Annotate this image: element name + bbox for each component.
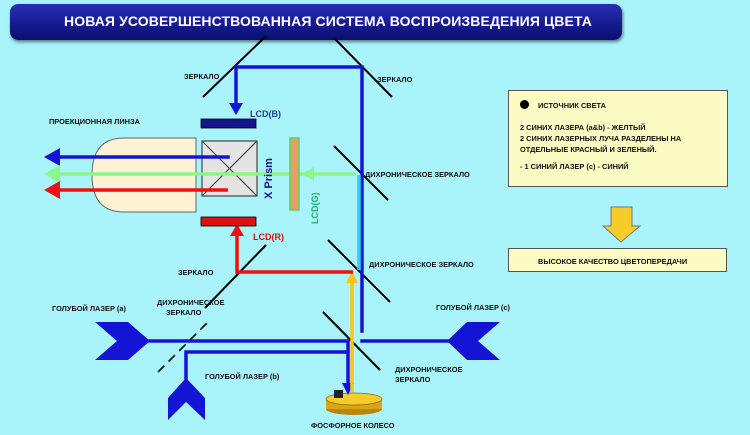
label-laser-b: ГОЛУБОЙ ЛАЗЕР (b) xyxy=(205,372,280,381)
result-box: ВЫСОКОЕ КАЧЕСТВО ЦВЕТОПЕРЕДАЧИ xyxy=(508,248,727,272)
blue-arrowhead-lcd xyxy=(229,103,243,115)
blue-beam-laser-b xyxy=(184,350,348,380)
label-dichroic-left-1: ДИХРОНИЧЕСКОЕ xyxy=(157,298,224,307)
info-line-2: 2 СИНИХ ЛАЗЕРНЫХ ЛУЧА РАЗДЕЛЕНЫ НА xyxy=(520,134,682,143)
info-line-4: - 1 СИНИЙ ЛАЗЕР (c) - СИНИЙ xyxy=(520,162,629,171)
label-mirror-lower-left: ЗЕРКАЛО xyxy=(178,268,214,277)
label-lcd-g: LCD(G) xyxy=(310,193,320,225)
x-prism xyxy=(201,140,258,197)
label-mirror-top-right: ЗЕРКАЛО xyxy=(377,75,413,84)
mirror-lower-left xyxy=(204,244,267,309)
label-dichroic-bottom-1: ДИХРОНИЧЕСКОЕ xyxy=(395,365,462,374)
blue-laser-b xyxy=(168,378,205,420)
info-line-3: ОТДЕЛЬНЫЕ КРАСНЫЙ И ЗЕЛЕНЫЙ. xyxy=(520,145,657,154)
label-mirror-top-left: ЗЕРКАЛО xyxy=(184,72,220,81)
yellow-arrowhead xyxy=(346,271,358,283)
result-text: ВЫСОКОЕ КАЧЕСТВО ЦВЕТОПЕРЕДАЧИ xyxy=(538,257,688,266)
label-dichroic-middle: ДИХРОНИЧЕСКОЕ ЗЕРКАЛО xyxy=(369,260,474,269)
title-bar: НОВАЯ УСОВЕРШЕНСТВОВАННАЯ СИСТЕМА ВОСПРО… xyxy=(10,4,622,40)
light-source-info-box: ИСТОЧНИК СВЕТА 2 СИНИХ ЛАЗЕРА (a&b) - ЖЕ… xyxy=(508,90,728,187)
label-lcd-r: LCD(R) xyxy=(253,232,284,242)
green-arrowhead-output xyxy=(44,165,60,183)
blue-beam-laser-a xyxy=(148,339,350,386)
page-title: НОВАЯ УСОВЕРШЕНСТВОВАННАЯ СИСТЕМА ВОСПРО… xyxy=(64,13,592,29)
label-laser-a: ГОЛУБОЙ ЛАЗЕР (a) xyxy=(52,304,127,313)
blue-arrowhead-output xyxy=(44,148,60,166)
label-dichroic-bottom-2: ЗЕРКАЛО xyxy=(395,375,431,384)
label-projection-lens: ПРОЕКЦИОННАЯ ЛИНЗА xyxy=(49,117,141,126)
info-line-1: 2 СИНИХ ЛАЗЕРА (a&b) - ЖЕЛТЫЙ xyxy=(520,123,646,132)
phosphor-wheel xyxy=(325,390,383,415)
lcd-r-panel xyxy=(200,216,257,227)
dichroic-mirror-left xyxy=(157,321,209,373)
green-arrowhead-lcd xyxy=(302,167,314,181)
red-arrowhead-output xyxy=(44,181,60,199)
dichroic-mirror-middle xyxy=(327,239,391,303)
label-lcd-b: LCD(B) xyxy=(250,109,281,119)
bullet-icon xyxy=(520,100,529,109)
blue-laser-a xyxy=(95,322,150,360)
label-dichroic-upper: ДИХРОНИЧЕСКОЕ ЗЕРКАЛО xyxy=(365,170,470,179)
down-arrow-icon xyxy=(601,206,642,243)
label-x-prism: X Prism xyxy=(263,158,275,199)
red-beam-in xyxy=(235,234,353,274)
blue-laser-c xyxy=(447,322,500,360)
label-laser-c: ГОЛУБОЙ ЛАЗЕР (c) xyxy=(436,303,511,312)
label-dichroic-left-2: ЗЕРКАЛО xyxy=(166,308,202,317)
lcd-b-panel xyxy=(200,118,257,129)
lcd-g-panel xyxy=(289,137,300,211)
blue-beam-top xyxy=(234,65,364,333)
red-arrowhead-lcd xyxy=(230,224,244,236)
info-heading: ИСТОЧНИК СВЕТА xyxy=(538,101,606,110)
label-phosphor-wheel: ФОСФОРНОЕ КОЛЕСО xyxy=(311,421,395,430)
